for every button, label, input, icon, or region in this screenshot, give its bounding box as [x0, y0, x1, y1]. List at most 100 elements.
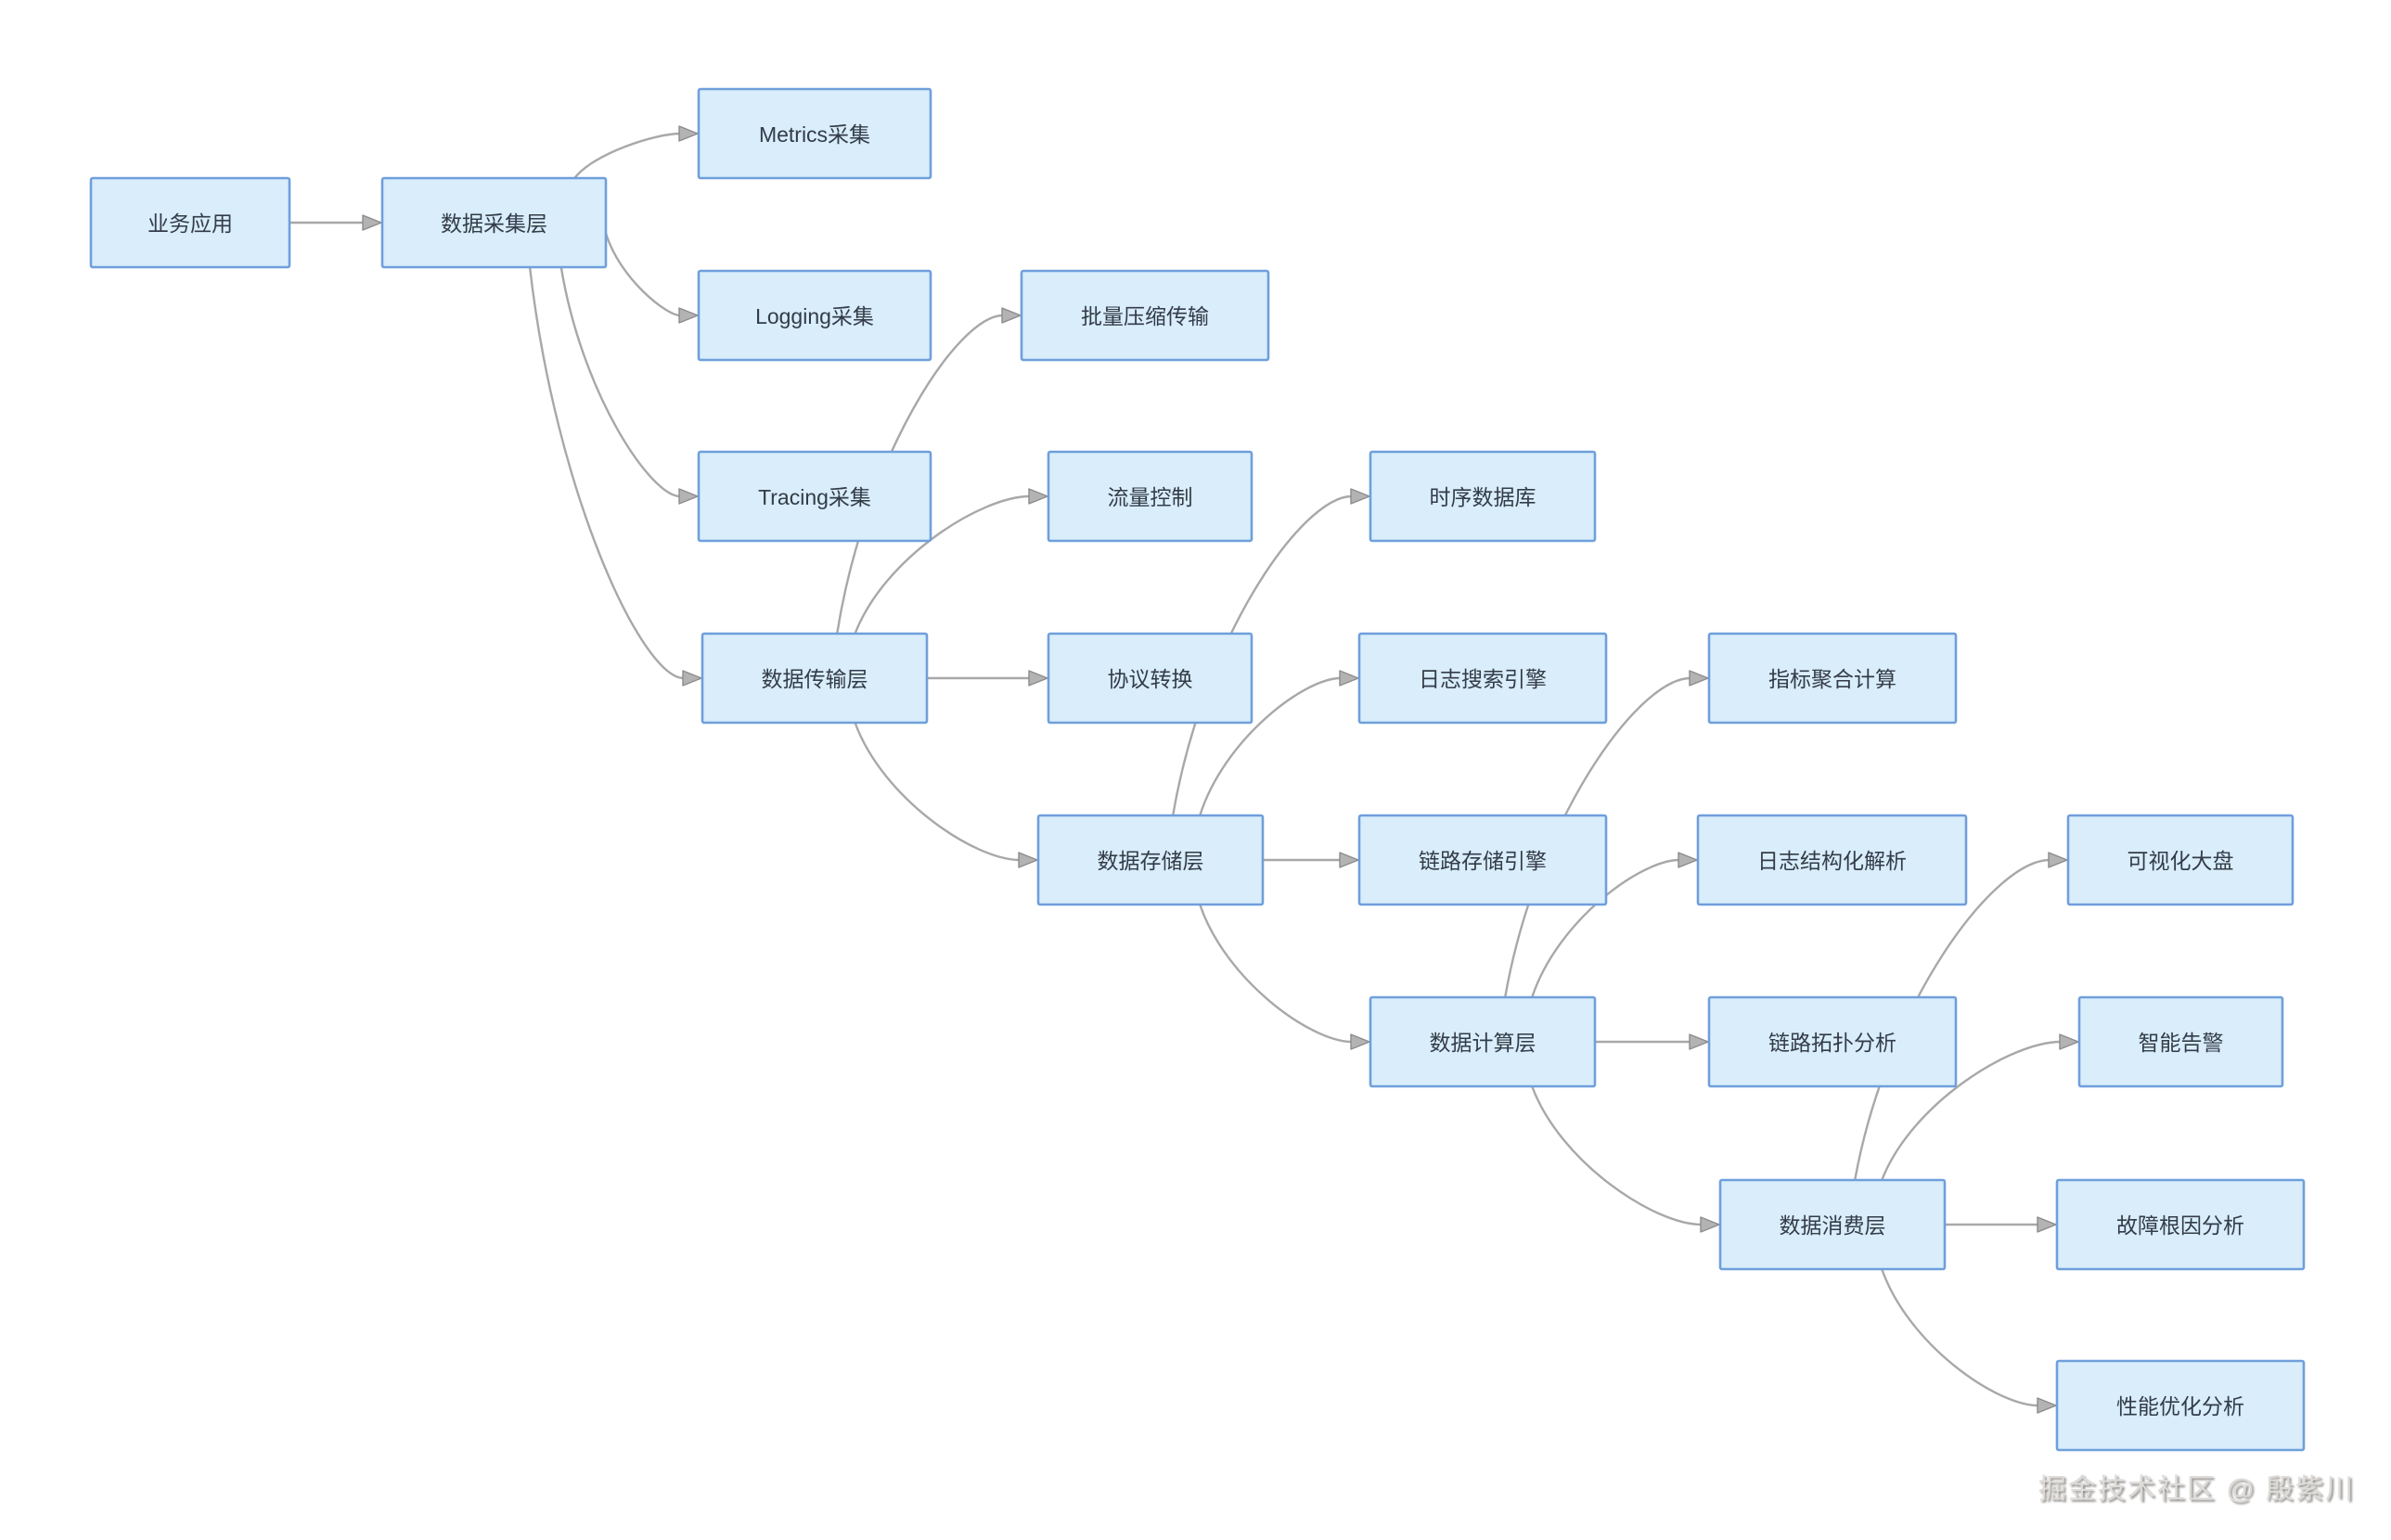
- edge-collection-layer-to-tracing-collect: [559, 265, 682, 498]
- edge-storage-layer-to-tsdb: [1172, 494, 1354, 817]
- node-batch-compress: 批量压缩传输: [1020, 269, 1270, 362]
- node-metric-aggregation: 指标聚合计算: [1707, 632, 1958, 725]
- arrowhead-collection-layer-to-transport-layer: [682, 670, 702, 687]
- node-label: 智能告警: [2139, 1031, 2224, 1055]
- node-label: 数据传输层: [762, 667, 868, 691]
- node-box: [697, 269, 932, 362]
- node-metrics-collect: Metrics采集: [697, 87, 932, 180]
- edge-collection-layer-to-metrics-collect: [573, 132, 682, 180]
- node-label: 协议转换: [1108, 667, 1193, 691]
- arrowhead-transport-layer-to-flow-control: [1028, 488, 1048, 505]
- node-box: [1696, 814, 1968, 906]
- node-consume-layer: 数据消费层: [1718, 1178, 1947, 1271]
- edge-storage-layer-to-log-search-engine: [1199, 676, 1343, 817]
- node-label: 时序数据库: [1430, 485, 1536, 509]
- node-protocol-convert: 协议转换: [1047, 632, 1253, 725]
- node-perf-analysis: 性能优化分析: [2055, 1359, 2306, 1452]
- node-tsdb: 时序数据库: [1369, 450, 1597, 543]
- arrowhead-transport-layer-to-batch-compress: [1001, 307, 1022, 324]
- node-box: [2066, 814, 2295, 906]
- edge-storage-layer-to-compute-layer: [1199, 903, 1354, 1044]
- node-box: [89, 176, 291, 269]
- edge-transport-layer-to-batch-compress: [836, 314, 1005, 635]
- node-box: [1047, 450, 1253, 543]
- node-box: [2055, 1178, 2306, 1271]
- node-label: 可视化大盘: [2127, 849, 2234, 873]
- edge-transport-layer-to-flow-control: [854, 494, 1032, 635]
- arrowhead-collection-layer-to-tracing-collect: [678, 488, 699, 505]
- node-label: 数据计算层: [1430, 1031, 1536, 1055]
- node-label: 业务应用: [148, 212, 233, 236]
- watermark: 掘金技术社区 @ 殷紫川: [2037, 1474, 2355, 1505]
- node-tracing-collect: Tracing采集: [697, 450, 932, 543]
- node-logging-collect: Logging采集: [697, 269, 932, 362]
- node-log-parsing: 日志结构化解析: [1696, 814, 1968, 906]
- node-label: 性能优化分析: [2116, 1394, 2244, 1418]
- arrowhead-storage-layer-to-log-search-engine: [1339, 670, 1359, 687]
- arrowhead-compute-layer-to-trace-topology: [1689, 1033, 1709, 1050]
- arrowhead-compute-layer-to-consume-layer: [1700, 1216, 1720, 1233]
- node-box: [1369, 995, 1597, 1088]
- node-label: Logging采集: [755, 304, 874, 328]
- node-trace-topology: 链路拓扑分析: [1707, 995, 1958, 1088]
- node-trace-storage-engine: 链路存储引擎: [1357, 814, 1608, 906]
- node-transport-layer: 数据传输层: [701, 632, 929, 725]
- node-label: 日志结构化解析: [1757, 849, 1907, 873]
- edge-compute-layer-to-metric-aggregation: [1504, 676, 1692, 999]
- node-storage-layer: 数据存储层: [1036, 814, 1265, 906]
- node-compute-layer: 数据计算层: [1369, 995, 1597, 1088]
- node-box: [1718, 1178, 1947, 1271]
- arrowhead-storage-layer-to-compute-layer: [1350, 1033, 1370, 1050]
- arrowhead-collection-layer-to-metrics-collect: [678, 125, 699, 142]
- node-box: [1357, 814, 1608, 906]
- edge-collection-layer-to-logging-collect: [604, 232, 682, 317]
- node-box: [1036, 814, 1265, 906]
- node-box: [1020, 269, 1270, 362]
- arrowhead-transport-layer-to-storage-layer: [1018, 852, 1038, 868]
- node-label: 数据消费层: [1780, 1213, 1886, 1238]
- arrowhead-consume-layer-to-root-cause: [2037, 1216, 2057, 1233]
- node-label: 批量压缩传输: [1081, 304, 1209, 328]
- arrowhead-compute-layer-to-log-parsing: [1678, 852, 1698, 868]
- node-label: 数据存储层: [1098, 849, 1204, 873]
- node-flow-control: 流量控制: [1047, 450, 1253, 543]
- node-dashboard: 可视化大盘: [2066, 814, 2295, 906]
- node-box: [2077, 995, 2284, 1088]
- node-label: 指标聚合计算: [1768, 667, 1896, 691]
- node-box: [2055, 1359, 2306, 1452]
- edge-collection-layer-to-transport-layer: [528, 265, 686, 680]
- node-label: 链路拓扑分析: [1768, 1031, 1896, 1055]
- node-label: 故障根因分析: [2116, 1213, 2244, 1238]
- node-box: [1707, 995, 1958, 1088]
- node-box: [697, 87, 932, 180]
- arrowhead-storage-layer-to-tsdb: [1350, 488, 1370, 505]
- node-business-app: 业务应用: [89, 176, 291, 269]
- node-box: [1357, 632, 1608, 725]
- edge-transport-layer-to-storage-layer: [854, 721, 1022, 862]
- node-box: [1369, 450, 1597, 543]
- edge-consume-layer-to-smart-alert: [1881, 1040, 2063, 1182]
- arrowhead-transport-layer-to-protocol-convert: [1028, 670, 1048, 687]
- arrowhead-consume-layer-to-smart-alert: [2059, 1033, 2079, 1050]
- node-box: [380, 176, 608, 269]
- arrowhead-storage-layer-to-trace-storage-engine: [1339, 852, 1359, 868]
- node-box: [701, 632, 929, 725]
- node-label: Metrics采集: [759, 122, 870, 147]
- node-smart-alert: 智能告警: [2077, 995, 2284, 1088]
- node-label: 数据采集层: [441, 212, 547, 236]
- node-log-search-engine: 日志搜索引擎: [1357, 632, 1608, 725]
- edge-consume-layer-to-perf-analysis: [1881, 1267, 2040, 1407]
- node-collection-layer: 数据采集层: [380, 176, 608, 269]
- node-label: 链路存储引擎: [1419, 849, 1547, 873]
- arrowhead-consume-layer-to-dashboard: [2048, 852, 2068, 868]
- edge-consume-layer-to-dashboard: [1854, 858, 2051, 1182]
- node-label: 日志搜索引擎: [1419, 667, 1547, 691]
- edge-compute-layer-to-consume-layer: [1531, 1084, 1703, 1226]
- node-label: 流量控制: [1108, 485, 1193, 509]
- node-label: Tracing采集: [758, 485, 871, 509]
- node-box: [1707, 632, 1958, 725]
- arrowhead-business-app-to-collection-layer: [362, 214, 382, 231]
- arrowhead-consume-layer-to-perf-analysis: [2037, 1397, 2057, 1414]
